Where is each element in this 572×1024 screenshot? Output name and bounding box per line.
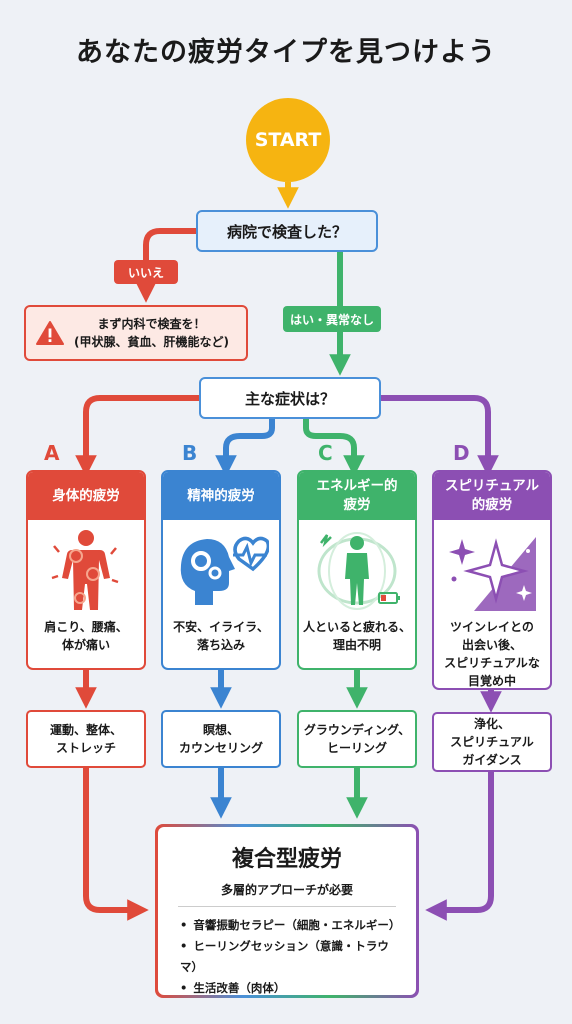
question-symptoms: 主な症状は？ [199, 377, 381, 419]
final-combined-fatigue: 複合型疲労 多層的アプローチが必要 音響振動セラピー（細胞・エネルギー） ヒーリ… [155, 824, 419, 998]
card-d-title-1: スピリチュアル [444, 478, 540, 494]
mind-heart-icon [163, 520, 279, 618]
card-c-desc-1: 人といると疲れる、 [303, 620, 412, 634]
branch-yes-label: はい・異常なし [283, 306, 381, 332]
card-d-desc-1: ツインレイとの [450, 620, 534, 634]
card-c-title-1: エネルギー的 [316, 478, 398, 494]
card-c-desc-2: 理由不明 [332, 638, 381, 652]
card-b-desc-2: 落ち込み [196, 638, 245, 652]
type-d-letter: D [453, 441, 470, 465]
start-node: START [246, 98, 330, 182]
card-d-desc-2: 出会い後、 [461, 638, 522, 652]
card-a-desc-1: 肩こり、腰痛、 [44, 620, 128, 634]
final-divider [178, 906, 396, 907]
type-a-letter: A [44, 441, 60, 465]
solution-b-1: 瞑想、 [202, 723, 239, 737]
final-subtitle: 多層的アプローチが必要 [220, 883, 353, 897]
final-title: 複合型疲労 [231, 847, 342, 872]
card-d-desc-3: スピリチュアルな [444, 656, 540, 670]
type-b-letter: B [182, 441, 198, 465]
solution-c-1: グラウンディング、 [303, 723, 411, 737]
branch-no-label: いいえ [114, 260, 178, 284]
card-energy-fatigue: エネルギー的 疲労 人といると疲れる、 理由不明 [297, 470, 417, 670]
body-pain-icon [28, 520, 144, 618]
card-b-desc-1: 不安、イライラ、 [173, 620, 269, 634]
type-c-letter: C [318, 441, 333, 465]
warning-line-1: まず内科で検査を！ [97, 317, 206, 331]
question-hospital: 病院で検査した？ [196, 210, 378, 252]
solution-b: 瞑想、 カウンセリング [161, 710, 281, 768]
warning-line-2: (甲状腺、貧血、肝機能など) [74, 335, 229, 349]
card-physical-fatigue: 身体的疲労 肩こり、腰痛、 体が痛い [26, 470, 146, 670]
card-a-desc-2: 体が痛い [61, 638, 110, 652]
arrow-to-c [303, 419, 365, 477]
final-item-2: ヒーリングセッション（意識・トラウマ） [180, 936, 402, 978]
low-energy-person-icon [299, 520, 415, 618]
solution-c: グラウンディング、 ヒーリング [297, 710, 417, 768]
card-c-title-2: 疲労 [343, 497, 371, 513]
warning-box: まず内科で検査を！ (甲状腺、貧血、肝機能など) [24, 305, 248, 361]
page-title: あなたの疲労タイプを見つけよう [76, 37, 496, 68]
final-list: 音響振動セラピー（細胞・エネルギー） ヒーリングセッション（意識・トラウマ） 生… [172, 915, 402, 999]
solution-d-2: スピリチュアル [450, 735, 534, 749]
arrow-no [135, 228, 196, 303]
solution-b-2: カウンセリング [178, 741, 263, 755]
final-item-1: 音響振動セラピー（細胞・エネルギー） [180, 915, 402, 936]
solution-d-1: 浄化、 [473, 717, 510, 731]
arrow-to-a [75, 395, 199, 477]
warning-icon [36, 321, 64, 345]
solution-a: 運動、整体、 ストレッチ [26, 710, 146, 768]
final-item-3: 生活改善（肉体） [180, 978, 402, 999]
card-a-title: 身体的疲労 [28, 472, 144, 520]
solution-a-1: 運動、整体、 [49, 723, 122, 737]
sparkle-icon [434, 520, 550, 618]
solution-a-2: ストレッチ [55, 741, 116, 755]
arrow-to-b [215, 419, 275, 477]
card-d-desc-4: 目覚め中 [467, 674, 516, 688]
card-d-title-2: 的疲労 [471, 497, 513, 513]
card-b-title: 精神的疲労 [163, 472, 279, 520]
card-d-title: スピリチュアル 的疲労 [434, 472, 550, 520]
card-spiritual-fatigue: スピリチュアル 的疲労 ツインレイとの 出会い後、 スピリチュアルな 目覚め中 [432, 470, 552, 690]
solution-d-3: ガイダンス [462, 753, 522, 767]
solution-d: 浄化、 スピリチュアル ガイダンス [432, 712, 552, 772]
card-mental-fatigue: 精神的疲労 不安、イライラ、 落ち込み [161, 470, 281, 670]
solution-c-2: ヒーリング [326, 741, 387, 755]
card-c-title: エネルギー的 疲労 [299, 472, 415, 520]
arrow-to-d [381, 395, 499, 477]
